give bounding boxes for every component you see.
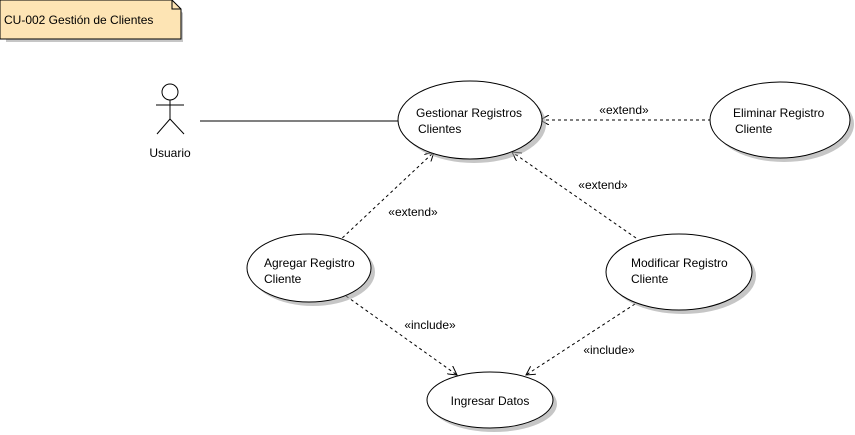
actor-label: Usuario <box>149 146 191 160</box>
use-case-eliminar-registro[interactable]: Eliminar Registro Cliente <box>709 81 854 162</box>
include-label-agregar: «include» <box>404 318 456 332</box>
use-case-label: Cliente <box>264 272 302 286</box>
use-case-label: Ingresar Datos <box>451 394 530 408</box>
use-case-gestionar-registros[interactable]: Gestionar Registros Clientes <box>397 80 546 163</box>
include-label-modificar: «include» <box>583 343 635 357</box>
actor-head <box>161 83 179 101</box>
include-modificar-edge <box>526 303 636 375</box>
use-case-label: Modificar Registro <box>631 256 728 270</box>
use-case-label: Cliente <box>735 122 773 136</box>
extend-label-agregar: «extend» <box>388 205 438 219</box>
diagram-title-note: CU-002 Gestión de Clientes <box>0 0 183 42</box>
use-case-label: Clientes <box>418 122 461 136</box>
extend-label-modificar: «extend» <box>578 178 628 192</box>
include-agregar-edge <box>345 295 457 375</box>
actor-usuario[interactable]: Usuario <box>149 83 191 160</box>
use-case-ingresar-datos[interactable]: Ingresar Datos <box>426 371 557 432</box>
use-case-label: Eliminar Registro <box>733 106 825 120</box>
use-case-label: Agregar Registro <box>264 256 355 270</box>
use-case-modificar-registro[interactable]: Modificar Registro Cliente <box>605 233 756 314</box>
extend-modificar-edge <box>512 152 637 239</box>
use-case-label: Cliente <box>631 272 669 286</box>
extend-agregar-edge <box>337 152 434 243</box>
note-title: CU-002 Gestión de Clientes <box>4 13 153 27</box>
extend-label-eliminar: «extend» <box>599 103 649 117</box>
use-case-agregar-registro[interactable]: Agregar Registro Cliente <box>246 233 375 306</box>
use-case-label: Gestionar Registros <box>416 106 522 120</box>
